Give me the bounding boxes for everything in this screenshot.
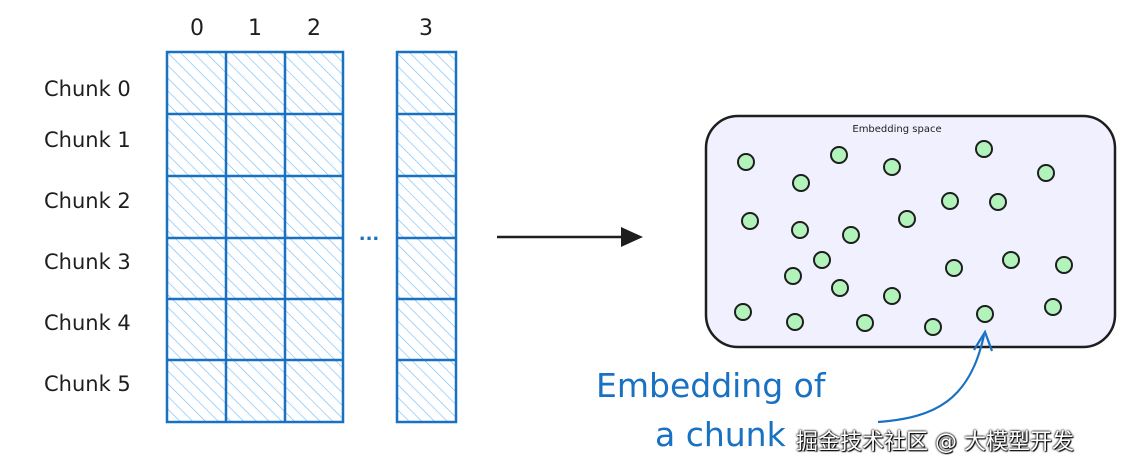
annotation-arrow [877,334,986,424]
embedding-point [784,267,802,285]
chunk-embedding-grid [165,50,345,424]
row-label-chunk-2: Chunk 2 [44,189,131,213]
column-header-2: 2 [307,16,321,41]
embedding-point [898,210,916,228]
embedding-point [831,279,849,297]
watermark: 掘金技术社区 @ 大模型开发 [796,430,1074,455]
ellipsis: ... [359,224,380,245]
embedding-point [856,314,874,332]
embedding-point [1044,298,1062,316]
embedding-point [924,318,942,336]
embedding-point [737,153,755,171]
column-header-1: 1 [248,16,262,41]
embedding-point [830,146,848,164]
embedding-point [734,303,752,321]
embedding-point [1055,256,1073,274]
last-dimension-column [395,50,458,424]
annotation-line-2: a chunk [655,415,787,454]
row-label-chunk-1: Chunk 1 [44,128,131,152]
embedding-point [976,305,994,323]
embedding-point [813,251,831,269]
embedding-point [975,140,993,158]
embedding-point [883,158,901,176]
embedding-points [734,140,1073,336]
embedding-point [941,192,959,210]
row-label-chunk-0: Chunk 0 [44,77,131,101]
transform-arrow [497,227,643,247]
annotation-arrow-head-icon [973,329,994,352]
embedding-point [792,174,810,192]
embedding-point [1037,164,1055,182]
embedding-point [989,193,1007,211]
row-label-chunk-3: Chunk 3 [44,250,131,274]
embedding-point [791,221,809,239]
embedding-point [945,259,963,277]
embedding-point [883,287,901,305]
row-label-chunk-5: Chunk 5 [44,372,131,396]
embedding-point [786,313,804,331]
row-label-chunk-4: Chunk 4 [44,311,131,335]
embedding-point [741,212,759,230]
column-header-0: 0 [190,16,204,41]
embedding-point [1002,251,1020,269]
embedding-space-box [704,114,1117,349]
annotation-line-1: Embedding of [596,366,827,405]
embedding-space-label: Embedding space [852,124,941,135]
column-header-3: 3 [419,16,433,41]
embedding-point [842,226,860,244]
arrow-head-icon [621,227,643,247]
